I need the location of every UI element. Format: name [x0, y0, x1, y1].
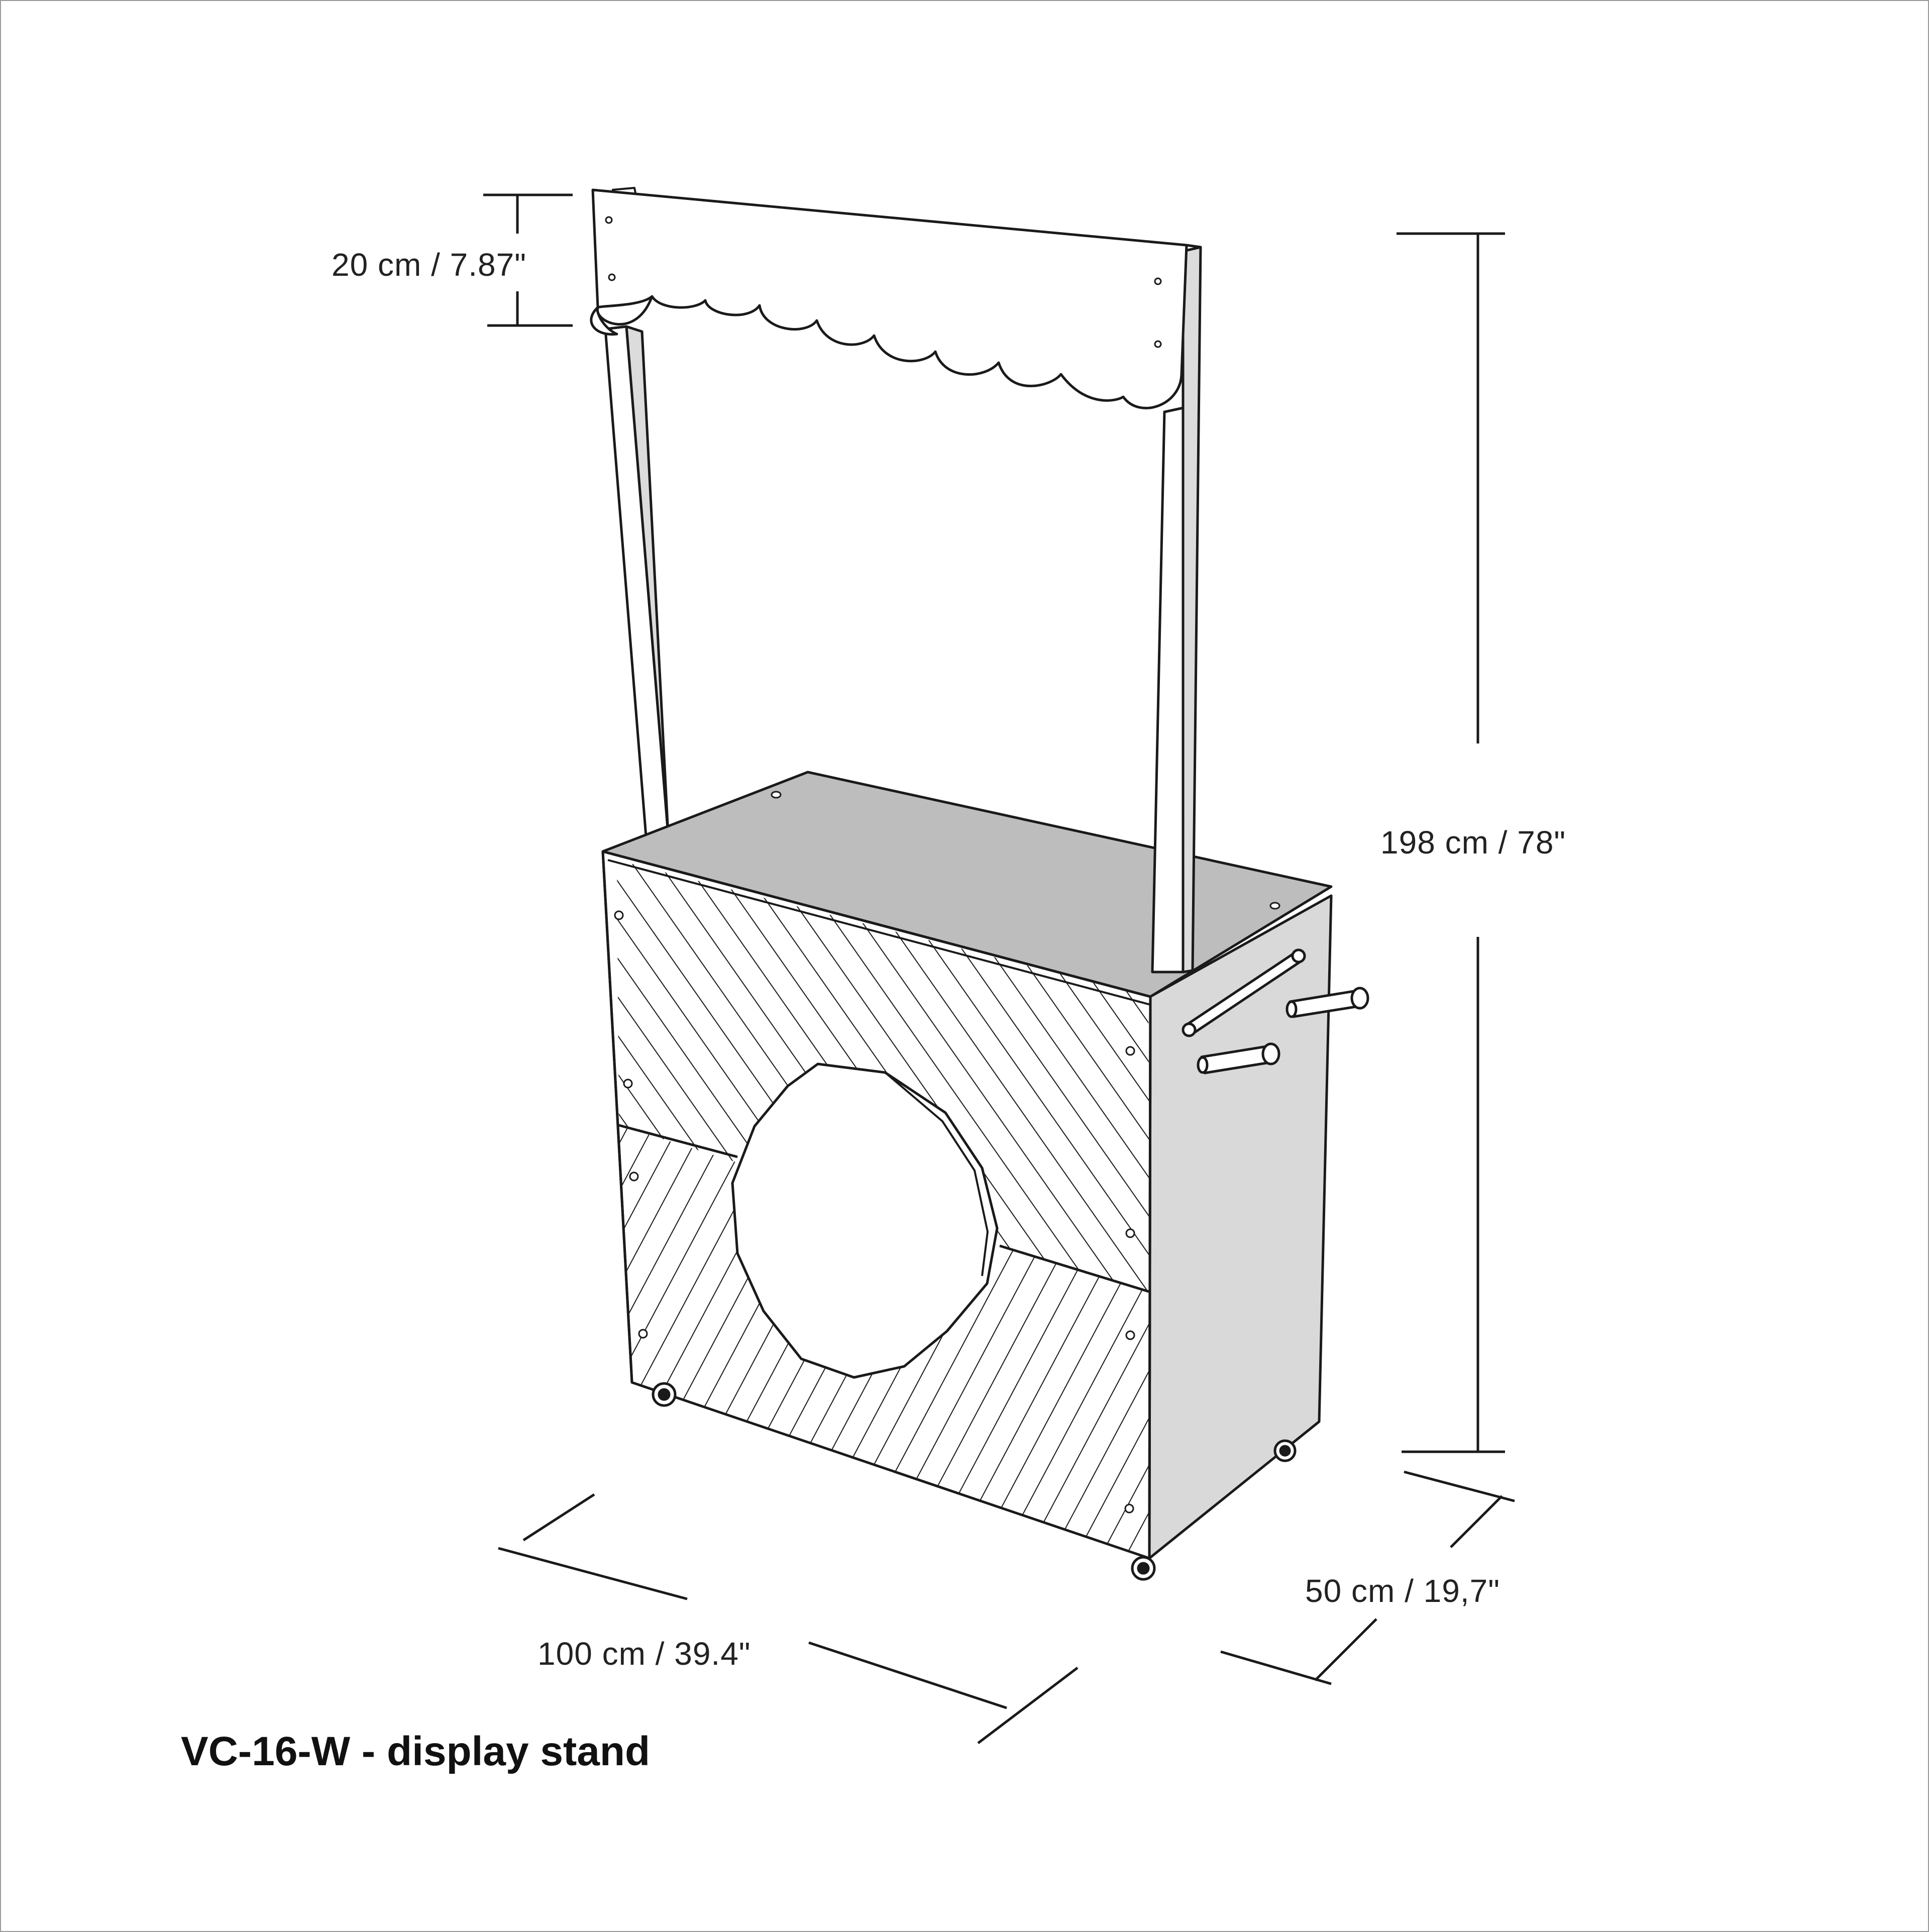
sign-screw-hole [1154, 277, 1162, 285]
depth-label: 50 cm / 19,7" [1305, 1573, 1500, 1609]
sign-screw-hole [608, 273, 616, 281]
sign-screw-hole [1154, 340, 1162, 348]
porthole-cutout [731, 1062, 999, 1379]
left-post [604, 325, 670, 850]
product-title: VC-16-W - display stand [181, 1729, 651, 1774]
front-screw-hole [629, 1171, 639, 1182]
side-peg [1285, 987, 1369, 1018]
side-handle-slot [1182, 948, 1306, 1037]
dimension-lines [483, 193, 1515, 1744]
caster-wheel [1273, 1439, 1297, 1462]
caster-wheel [1131, 1556, 1156, 1581]
top-bolt-hole [1269, 902, 1280, 910]
front-screw-hole [1125, 1228, 1135, 1238]
front-screw-hole [1125, 1046, 1135, 1056]
sign-height-label: 20 cm / 7.87" [332, 247, 526, 283]
front-screw-hole [614, 910, 624, 920]
front-screw-hole [623, 1079, 633, 1089]
front-screw-hole [638, 1329, 648, 1339]
top-bolt-hole [771, 791, 782, 799]
front-screw-hole [1125, 1330, 1135, 1340]
sign-screw-hole [605, 216, 613, 224]
total-height-label: 198 cm / 78" [1380, 824, 1566, 861]
side-peg [1197, 1042, 1280, 1075]
scalloped-sign-board [590, 187, 1188, 409]
caster-wheel [652, 1382, 677, 1407]
front-screw-hole [1124, 1504, 1134, 1514]
width-label: 100 cm / 39.4" [538, 1636, 751, 1672]
